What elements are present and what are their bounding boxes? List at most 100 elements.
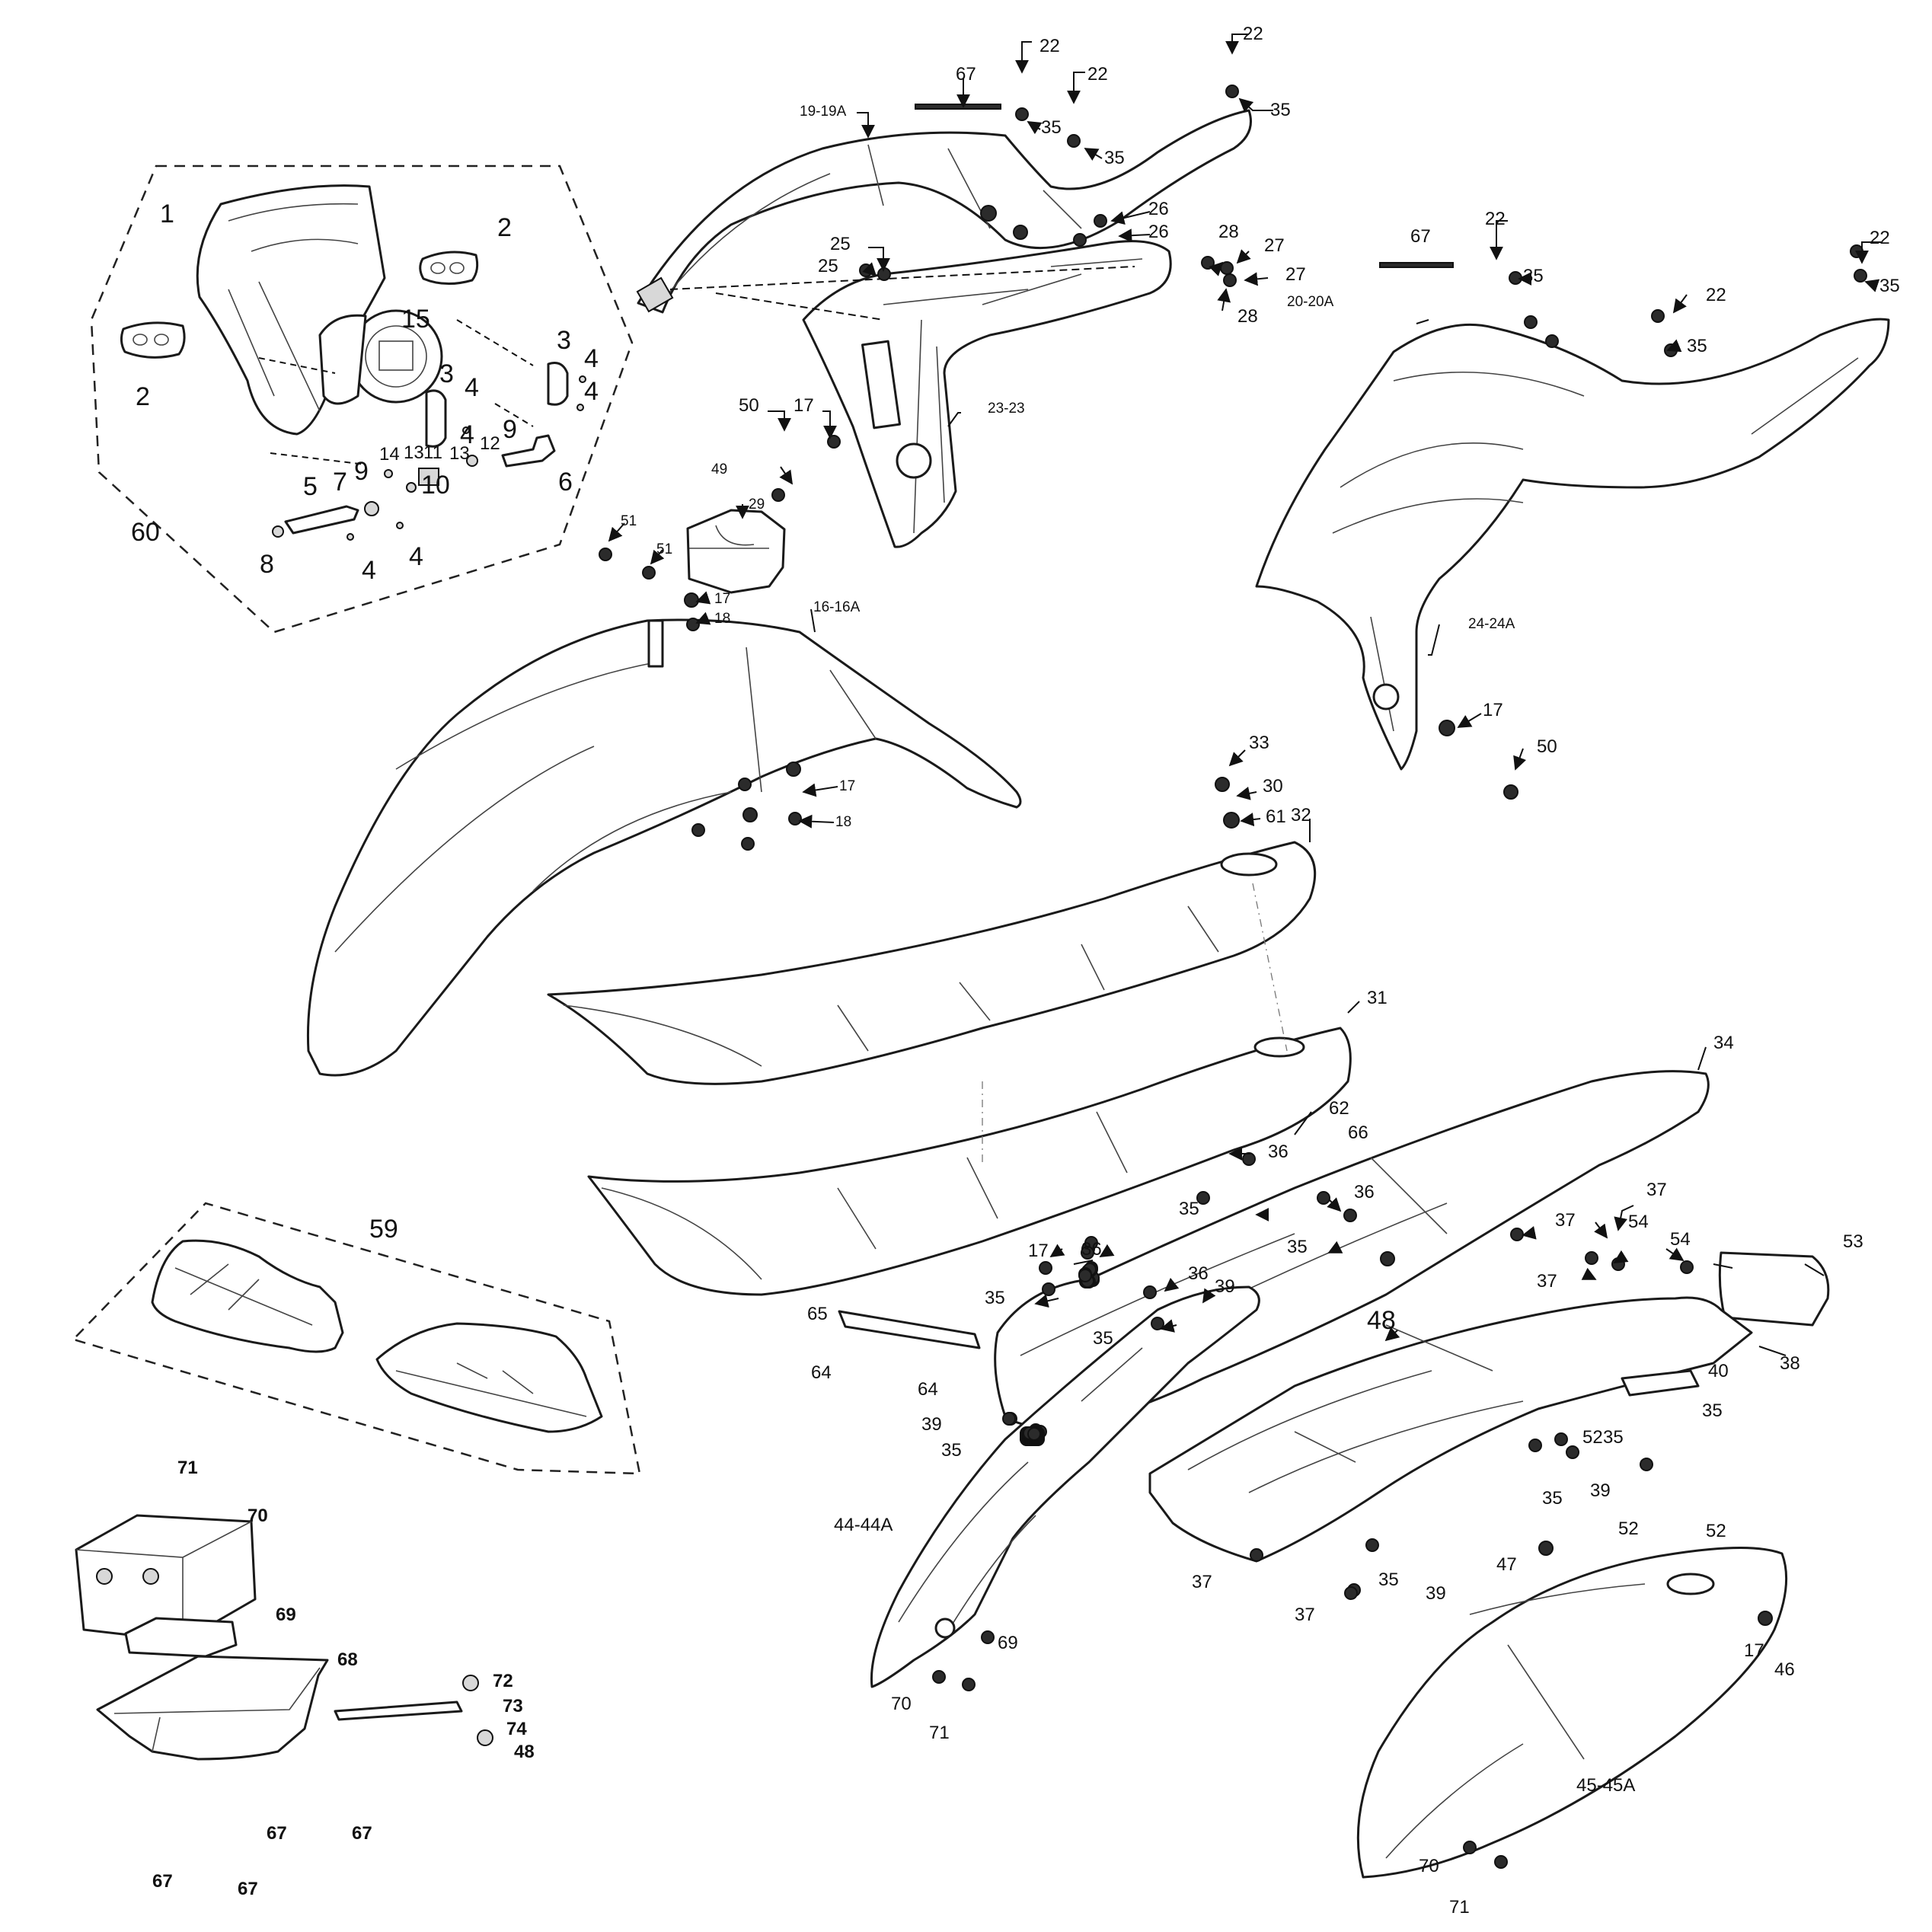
callout-c4a: 4 — [584, 344, 599, 373]
callout-c26a: 26 — [1148, 199, 1169, 219]
callout-c18a: 18 — [714, 611, 730, 627]
callout-c44: 44-44A — [834, 1515, 893, 1535]
callout-c2b: 2 — [136, 382, 150, 411]
tail-light-53 — [1718, 1251, 1830, 1327]
callout-c51a: 51 — [621, 513, 637, 529]
strip-67-upper — [915, 104, 1001, 110]
callout-c17f: 17 — [1744, 1640, 1764, 1661]
callout-c17b: 17 — [714, 591, 730, 607]
callout-c22f: 22 — [1870, 228, 1890, 248]
callout-c9a: 9 — [354, 457, 369, 486]
callout-c62: 62 — [1329, 1098, 1349, 1119]
callout-c67d: 67 — [352, 1823, 372, 1844]
callout-c24: 24-24A — [1468, 616, 1515, 632]
callout-c37b: 37 — [1555, 1210, 1576, 1231]
callout-c27b: 27 — [1285, 264, 1306, 285]
callout-c40: 40 — [1708, 1361, 1729, 1381]
callout-c25a: 25 — [830, 234, 851, 254]
shroud-20-20A — [1255, 318, 1890, 771]
callout-c70a: 70 — [891, 1694, 912, 1714]
callout-c35k: 35 — [941, 1440, 962, 1461]
bracket-3-lower — [425, 389, 447, 448]
headlight-bracket — [318, 314, 367, 405]
callout-c20: 20-20A — [1287, 294, 1334, 310]
callout-c35e: 35 — [1687, 336, 1707, 356]
callout-c12: 12 — [480, 433, 500, 454]
callout-c71c: 71 — [177, 1458, 198, 1478]
callout-c38: 38 — [1780, 1353, 1800, 1374]
battery-box-70 — [75, 1514, 257, 1643]
callout-c28b: 28 — [1237, 306, 1258, 327]
callout-c7: 7 — [333, 468, 347, 497]
callout-c4c: 4 — [465, 373, 479, 402]
fork-clamp-left — [120, 321, 186, 359]
callout-c37a: 37 — [1646, 1180, 1667, 1200]
callout-c35i: 35 — [985, 1288, 1005, 1308]
callout-c29: 29 — [749, 497, 765, 513]
callout-c25b: 25 — [818, 256, 838, 276]
callout-c16: 16-16A — [813, 599, 861, 615]
front-fender-16-16A — [306, 618, 1022, 1077]
side-panel-44-44A — [870, 1285, 1260, 1688]
callout-c17e: 17 — [1028, 1241, 1049, 1261]
callout-c36a: 36 — [1268, 1142, 1289, 1162]
callout-c35f: 35 — [1879, 276, 1900, 296]
callout-c47: 47 — [1496, 1554, 1517, 1575]
callout-c5: 5 — [303, 472, 318, 501]
callout-c72: 72 — [493, 1671, 513, 1691]
callout-c48a: 48 — [1367, 1306, 1396, 1335]
callout-c11: 11 — [423, 442, 442, 463]
callout-c4b: 4 — [584, 377, 599, 406]
callout-c54a: 54 — [1628, 1212, 1649, 1232]
callout-c59: 59 — [369, 1215, 398, 1244]
bracket-11 — [418, 468, 439, 486]
callout-c27a: 27 — [1264, 235, 1285, 256]
callout-c50b: 50 — [1537, 736, 1557, 757]
callout-c36c: 36 — [1081, 1239, 1102, 1260]
callout-c61: 61 — [1266, 806, 1286, 827]
callout-c35a: 35 — [1041, 117, 1062, 138]
callout-c22e: 22 — [1706, 285, 1726, 305]
headlight-group-outline — [90, 164, 634, 634]
scoop-23-23 — [802, 240, 1172, 548]
callout-c39d: 39 — [1426, 1583, 1446, 1604]
callout-c68: 68 — [337, 1649, 358, 1670]
callout-c52c: 52 — [1706, 1521, 1726, 1541]
callout-c53: 53 — [1843, 1231, 1863, 1252]
callout-c35d: 35 — [1523, 266, 1544, 286]
callout-c22d: 22 — [1485, 209, 1506, 229]
callout-c67f: 67 — [238, 1879, 258, 1899]
fasteners — [599, 85, 1867, 1869]
callout-c32: 32 — [1291, 805, 1311, 825]
mounting-bracket-5 — [284, 505, 359, 535]
callout-c35h: 35 — [1287, 1237, 1308, 1257]
callout-c73: 73 — [503, 1696, 523, 1716]
callout-c15: 15 — [401, 305, 430, 334]
fork-clamp-right — [419, 251, 479, 286]
callout-c50a: 50 — [739, 395, 759, 416]
callout-c35o: 35 — [1378, 1570, 1399, 1590]
callout-c3a: 3 — [557, 326, 571, 355]
plate-40 — [1621, 1369, 1700, 1397]
callout-c67e: 67 — [152, 1871, 173, 1892]
handguard-right — [375, 1322, 603, 1433]
pad-69 — [124, 1617, 238, 1658]
callout-c35l: 35 — [1702, 1400, 1723, 1421]
callout-c39c: 39 — [1590, 1480, 1611, 1501]
callout-c64b: 64 — [918, 1379, 938, 1400]
callout-c23: 23-23 — [988, 401, 1025, 417]
callout-c13a: 13 — [404, 442, 424, 463]
handguard-left — [151, 1239, 344, 1353]
callout-c34: 34 — [1713, 1033, 1734, 1053]
callout-c39a: 39 — [1215, 1276, 1235, 1297]
callout-c37e: 37 — [1295, 1605, 1315, 1625]
callout-c17c: 17 — [839, 778, 855, 794]
headlight-mask — [196, 184, 386, 436]
callout-c17a: 17 — [794, 395, 814, 416]
leader-lines — [608, 34, 1881, 1356]
callout-c37d: 37 — [1192, 1572, 1212, 1592]
callout-c69b: 69 — [276, 1605, 296, 1625]
callout-c4d: 4 — [460, 420, 474, 449]
